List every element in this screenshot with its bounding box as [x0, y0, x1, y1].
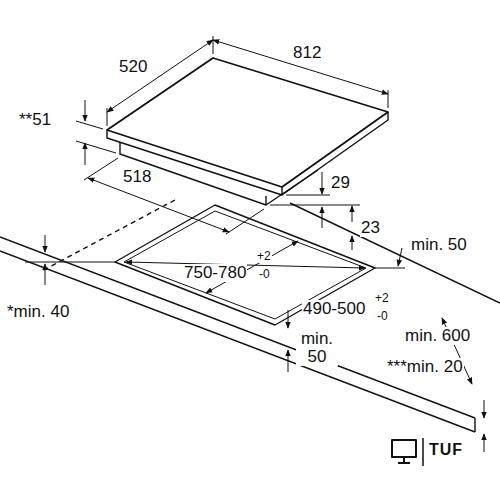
- dimension-arrow: [352, 236, 353, 250]
- monitor-icon: [403, 457, 405, 462]
- monitor-icon: [392, 440, 416, 457]
- dimension-label: 29: [330, 174, 351, 192]
- dimension-label: **51: [18, 111, 52, 129]
- extension-line: [107, 108, 108, 126]
- cutout: [115, 205, 375, 325]
- dimension-label: min. 50: [410, 236, 468, 254]
- dimension-label: 490-500: [302, 300, 366, 318]
- dimension-arrow: [45, 235, 46, 252]
- dimension-line: [107, 40, 213, 112]
- dimension-label: 520: [118, 58, 148, 76]
- extension-line: [270, 205, 360, 206]
- dimension-label: 23: [360, 219, 381, 237]
- cutout-inner: [124, 211, 366, 319]
- dimension-arrow: [85, 100, 86, 121]
- extension-line: [76, 121, 103, 129]
- logo-divider: [422, 438, 424, 466]
- dimension-arrow: [484, 434, 485, 452]
- countertop-edge: [474, 418, 475, 432]
- dimension-line: [88, 178, 229, 232]
- dimension-arrow: [352, 206, 353, 222]
- watermark: TUF: [428, 442, 464, 459]
- dimension-label: 812: [292, 44, 322, 62]
- dimension-arrow: [288, 310, 289, 328]
- dimension-arrow: [85, 143, 86, 165]
- dimension-arrow: [322, 172, 323, 194]
- dimension-arrow: [45, 264, 46, 285]
- dimension-label: *min. 40: [6, 303, 70, 321]
- extension-line: [286, 195, 330, 196]
- extension-line: [213, 36, 214, 54]
- dimension-label: min. 50: [296, 330, 338, 366]
- extension-line: [84, 158, 118, 180]
- dimension-arrow: [288, 350, 289, 372]
- hidden-edge: [40, 200, 175, 272]
- monitor-icon: [398, 462, 410, 464]
- extension-line: [76, 141, 116, 153]
- countertop-edge: [0, 251, 475, 432]
- dimension-label: min. 600: [404, 327, 471, 345]
- dimension-label: ***min. 20: [386, 358, 464, 376]
- dimension-label: -0: [376, 310, 389, 323]
- dimension-arrow: [484, 400, 485, 418]
- hob-glass: [107, 58, 388, 187]
- dimension-label: +2: [256, 250, 272, 263]
- countertop-edge: [0, 237, 475, 418]
- countertop-back-edge: [290, 203, 500, 303]
- dimension-label: -0: [258, 268, 271, 281]
- dimension-label: 750-780: [183, 264, 247, 282]
- extension-line: [388, 90, 389, 108]
- extension-line: [226, 209, 264, 234]
- hob-edge: [282, 112, 388, 195]
- dimension-arrow: [322, 207, 323, 228]
- extension-line: [375, 268, 405, 269]
- dimension-line: [213, 40, 388, 94]
- dimension-label: +2: [374, 292, 390, 305]
- dimension-arrow: [398, 248, 402, 266]
- extension-line: [25, 262, 115, 263]
- hob-edge: [107, 130, 282, 195]
- dimension-label: 518: [122, 168, 152, 186]
